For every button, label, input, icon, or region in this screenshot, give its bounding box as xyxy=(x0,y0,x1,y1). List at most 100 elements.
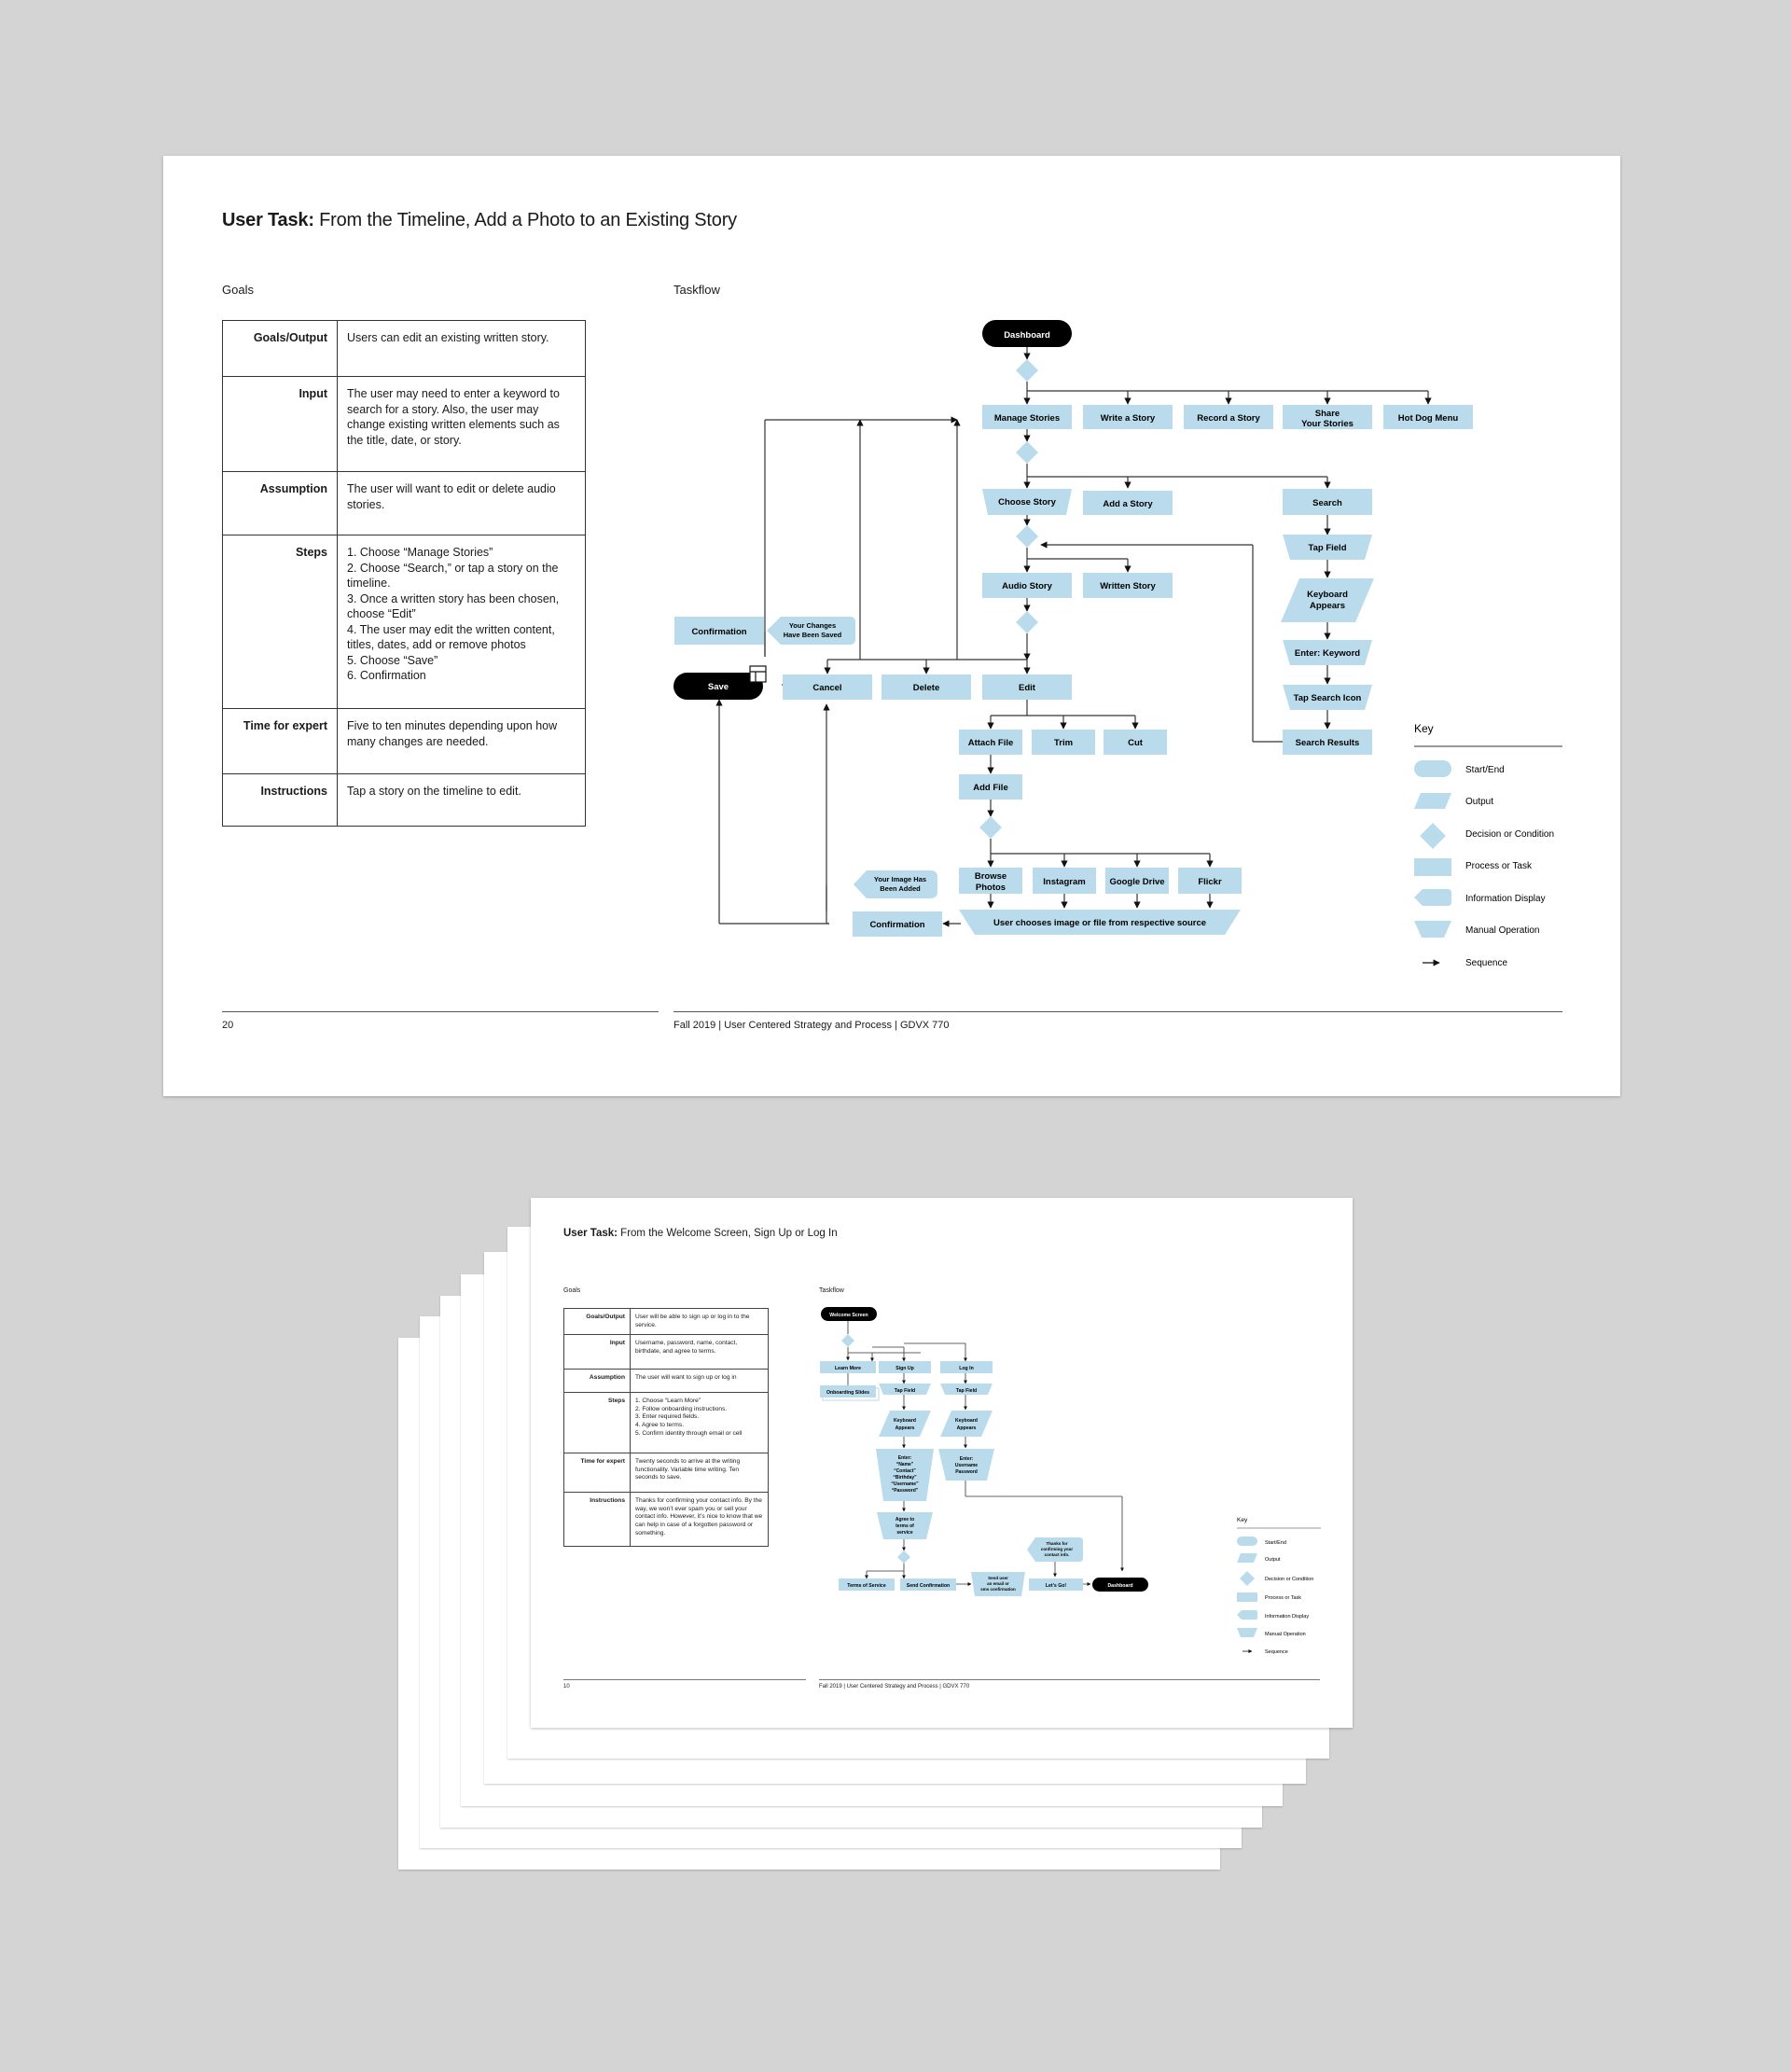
node-add-file-label: Add File xyxy=(973,783,1007,793)
node-changes-saved xyxy=(767,617,855,645)
table-row: Time for expert Five to ten minutes depe… xyxy=(222,708,586,774)
steps-list: 1. Choose “Manage Stories” 2. Choose “Se… xyxy=(347,546,560,682)
node-save xyxy=(673,673,763,700)
node-share-stories xyxy=(1283,405,1372,429)
mini-node-welcome xyxy=(821,1307,877,1321)
node-trim xyxy=(1032,730,1095,755)
key-item-manual-op: Manual Operation xyxy=(1465,925,1540,936)
mini-goals-label: Goals xyxy=(563,1287,581,1294)
node-search-results-label: Search Results xyxy=(1296,738,1360,748)
mini-page-title: User Task: From the Welcome Screen, Sign… xyxy=(563,1228,838,1239)
key-manual-op-shape xyxy=(1414,921,1451,938)
node-flickr xyxy=(1178,868,1242,894)
node-enter-keyword-label: Enter: Keyword xyxy=(1295,648,1360,659)
mini-page-number: 10 xyxy=(563,1684,570,1690)
mini-node-onboarding-label: Onboarding Slides xyxy=(826,1390,869,1396)
mini-enter-signup-line: Enter: xyxy=(898,1455,912,1461)
key-process-shape xyxy=(1414,858,1451,876)
node-save-label: Save xyxy=(708,682,729,692)
node-search-label: Search xyxy=(1312,498,1342,508)
node-changes-saved-label-1: Your Changes xyxy=(789,621,836,630)
node-browse-photos xyxy=(959,868,1022,894)
node-user-chooses-label: User chooses image or file from respecti… xyxy=(993,918,1206,928)
mini-thanks-line: Thanks for xyxy=(1046,1541,1067,1546)
node-audio-story xyxy=(982,573,1072,598)
mini-key-output-shape xyxy=(1237,1553,1257,1563)
mini-key-item: Information Display xyxy=(1265,1614,1309,1620)
node-confirmation-2 xyxy=(853,911,942,937)
node-tap-field-label: Tap Field xyxy=(1309,543,1347,553)
key-start-end-shape xyxy=(1414,760,1451,777)
mini-key-item: Sequence xyxy=(1265,1649,1288,1655)
node-write-story xyxy=(1083,405,1173,429)
node-audio-story-label: Audio Story xyxy=(1002,581,1053,591)
key-item-process: Process or Task xyxy=(1465,861,1533,871)
node-delete-label: Delete xyxy=(913,683,940,693)
node-hot-dog-label: Hot Dog Menu xyxy=(1398,413,1459,424)
mini-key-item: Decision or Condition xyxy=(1265,1577,1313,1582)
node-add-story-label: Add a Story xyxy=(1103,499,1153,509)
node-manage-stories xyxy=(982,405,1072,429)
mini-footer-rule-right xyxy=(819,1679,1320,1680)
node-confirmation xyxy=(674,617,764,645)
key-output-shape xyxy=(1414,793,1451,809)
node-share-label-1: Share xyxy=(1315,409,1340,419)
mini-taskflow-diagram: Welcome Screen Learn More Sign Up Log In… xyxy=(820,1307,1321,1655)
node-confirmation-2-label: Confirmation xyxy=(869,920,924,930)
mini-node-keyboard-1-label-1: Keyboard xyxy=(894,1418,916,1424)
node-write-story-label: Write a Story xyxy=(1101,413,1156,424)
mini-node-learn-more-label: Learn More xyxy=(835,1366,861,1371)
mini-key-info-shape xyxy=(1237,1610,1257,1620)
node-instagram-label: Instagram xyxy=(1043,877,1085,887)
mini-node-keyboard-1-label-2: Appears xyxy=(896,1425,915,1431)
save-icon xyxy=(749,665,767,683)
key-decision-shape xyxy=(1420,823,1446,849)
node-share-label-2: Your Stories xyxy=(1301,419,1354,429)
mini-node-lets-go-label: Let’s Go! xyxy=(1046,1583,1067,1589)
mini-node-send-user xyxy=(971,1572,1025,1596)
goals-table: Goals/Output Users can edit an existing … xyxy=(222,320,586,827)
flow-nodes: Dashboard Manage Stories Write a Story R… xyxy=(673,320,1473,937)
mini-key-item: Output xyxy=(1265,1557,1281,1563)
mini-enter-login-line: Enter: xyxy=(960,1456,974,1462)
table-row: Instructions Tap a story on the timeline… xyxy=(222,773,586,827)
taskflow-label: Taskflow xyxy=(673,283,720,297)
goals-label: Goals xyxy=(222,283,254,297)
node-keyboard-label-2: Appears xyxy=(1310,601,1345,611)
mini-agree-line: terms of xyxy=(896,1523,914,1529)
mini-node-keyboard-1 xyxy=(879,1411,931,1437)
node-dashboard xyxy=(982,320,1072,347)
mini-send-user-line: an email or xyxy=(987,1581,1009,1586)
mini-enter-signup-line: “Password” xyxy=(892,1488,919,1494)
node-trim-label: Trim xyxy=(1054,738,1073,748)
node-search xyxy=(1283,489,1372,515)
key-label: Key xyxy=(1414,722,1434,735)
node-edit-label: Edit xyxy=(1019,683,1036,693)
node-instagram xyxy=(1033,868,1096,894)
mini-node-send-confirmation xyxy=(900,1578,956,1591)
mini-send-user-line: Send user xyxy=(988,1576,1008,1580)
node-choose-story-label: Choose Story xyxy=(998,497,1056,508)
table-row: Assumption The user will want to edit or… xyxy=(222,471,586,535)
mini-node-lets-go xyxy=(1029,1578,1083,1591)
node-cancel xyxy=(783,674,872,700)
node-choose-story xyxy=(982,489,1072,515)
node-manage-stories-label: Manage Stories xyxy=(994,413,1060,424)
stacked-front-page: User Task: From the Welcome Screen, Sign… xyxy=(531,1198,1353,1728)
node-google-drive-label: Google Drive xyxy=(1109,877,1164,887)
mini-key-item: Manual Operation xyxy=(1265,1632,1306,1637)
taskflow-diagram: Dashboard Manage Stories Write a Story R… xyxy=(673,320,1562,968)
main-page: User Task: From the Timeline, Add a Phot… xyxy=(163,156,1620,1096)
mini-node-sign-up xyxy=(879,1361,931,1373)
table-row: Steps 1. Choose “Manage Stories” 2. Choo… xyxy=(222,535,586,709)
mini-node-tap-field-2-label: Tap Field xyxy=(956,1388,977,1394)
mini-node-welcome-label: Welcome Screen xyxy=(829,1313,868,1318)
mini-diagram-key: Key Start/End Output Decision or Conditi… xyxy=(1237,1517,1321,1655)
node-edit xyxy=(982,674,1072,700)
mini-node-tap-field-2 xyxy=(940,1384,993,1395)
mini-key-label: Key xyxy=(1237,1517,1248,1523)
mini-thanks-line: confirming your xyxy=(1041,1547,1073,1551)
